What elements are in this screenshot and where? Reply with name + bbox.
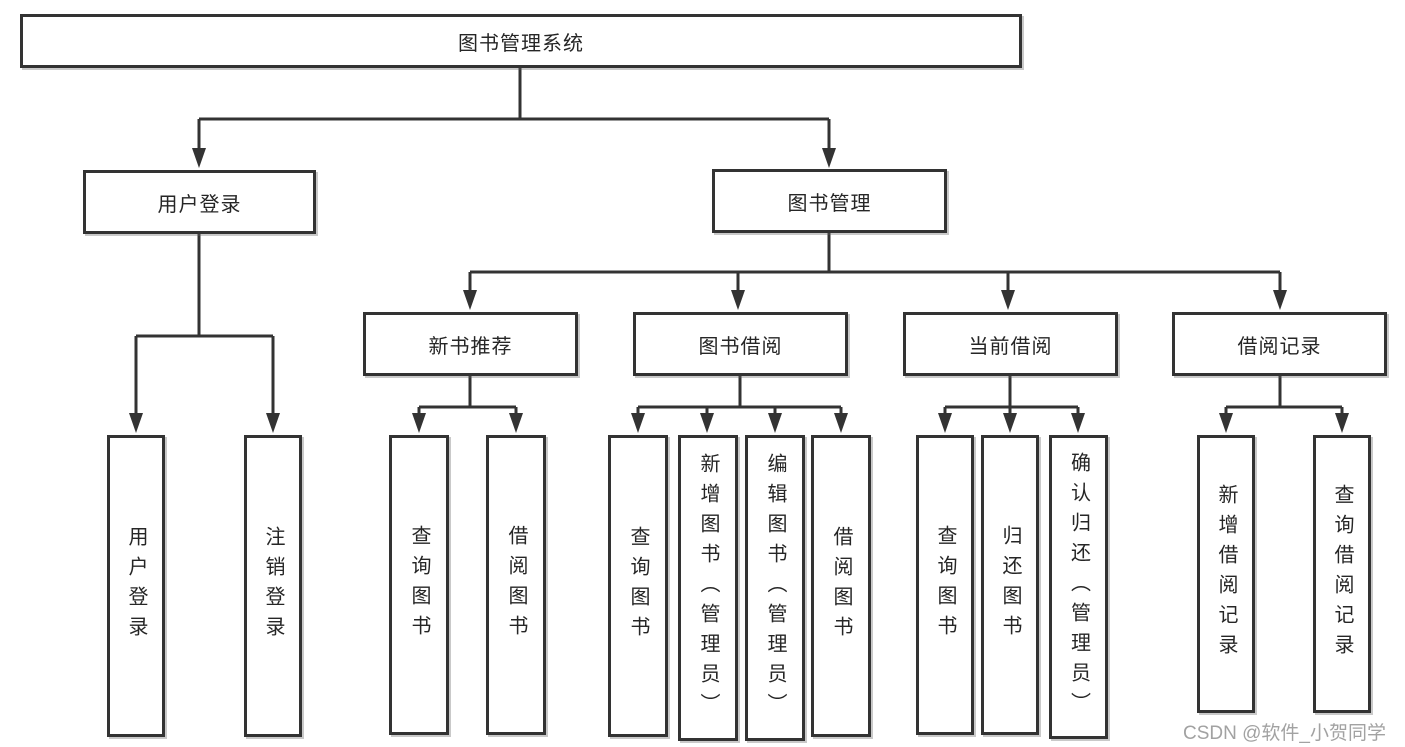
leaf-add-book-admin-label: 新增图书（管理员） [697, 453, 719, 723]
leaf-edit-book-admin: 编辑图书（管理员） [745, 435, 805, 741]
node-borrow-records: 借阅记录 [1172, 312, 1387, 376]
leaf-query-books-3: 查询图书 [916, 435, 974, 735]
arrowhead-icons [129, 148, 1349, 433]
leaf-user-login: 用户登录 [107, 435, 165, 737]
node-book-borrow: 图书借阅 [633, 312, 848, 376]
node-book-borrow-label: 图书借阅 [698, 335, 783, 358]
node-current-borrow: 当前借阅 [903, 312, 1118, 376]
leaf-query-borrow-record: 查询借阅记录 [1313, 435, 1371, 713]
leaf-query-books-1-label: 查询图书 [408, 525, 430, 645]
leaf-edit-book-admin-label: 编辑图书（管理员） [764, 453, 786, 723]
leaf-user-login-label: 用户登录 [125, 526, 147, 646]
leaf-borrow-books-2-label: 借阅图书 [830, 526, 852, 646]
leaf-query-books-2-label: 查询图书 [627, 526, 649, 646]
leaf-logout-label: 注销登录 [262, 526, 284, 646]
csdn-watermark: CSDN @软件_小贺同学 [1183, 723, 1386, 744]
leaf-return-book: 归还图书 [981, 435, 1039, 735]
leaf-return-book-label: 归还图书 [999, 525, 1021, 645]
leaf-logout: 注销登录 [244, 435, 302, 737]
node-root: 图书管理系统 [20, 14, 1022, 68]
leaf-query-books-2: 查询图书 [608, 435, 668, 737]
node-borrow-records-label: 借阅记录 [1237, 335, 1322, 358]
leaf-borrow-books-2: 借阅图书 [811, 435, 871, 737]
node-book-management-label: 图书管理 [787, 192, 872, 215]
leaf-confirm-return-admin-label: 确认归还（管理员） [1067, 452, 1090, 722]
node-new-book-recommend-label: 新书推荐 [428, 335, 513, 358]
node-root-label: 图书管理系统 [458, 32, 584, 55]
leaf-add-borrow-record-label: 新增借阅记录 [1215, 484, 1237, 664]
leaf-query-books-3-label: 查询图书 [934, 525, 956, 645]
leaf-add-book-admin: 新增图书（管理员） [678, 435, 738, 741]
leaf-confirm-return-admin: 确认归还（管理员） [1049, 435, 1108, 739]
connector-strokes [134, 68, 1344, 416]
leaf-query-books-1: 查询图书 [389, 435, 449, 735]
leaf-query-borrow-record-label: 查询借阅记录 [1331, 484, 1353, 664]
node-new-book-recommend: 新书推荐 [363, 312, 578, 376]
node-user-login: 用户登录 [83, 170, 316, 234]
leaf-add-borrow-record: 新增借阅记录 [1197, 435, 1255, 713]
node-book-management: 图书管理 [712, 169, 947, 233]
node-current-borrow-label: 当前借阅 [968, 335, 1053, 358]
leaf-borrow-books-1: 借阅图书 [486, 435, 546, 735]
node-user-login-label: 用户登录 [157, 193, 242, 216]
leaf-borrow-books-1-label: 借阅图书 [505, 525, 527, 645]
